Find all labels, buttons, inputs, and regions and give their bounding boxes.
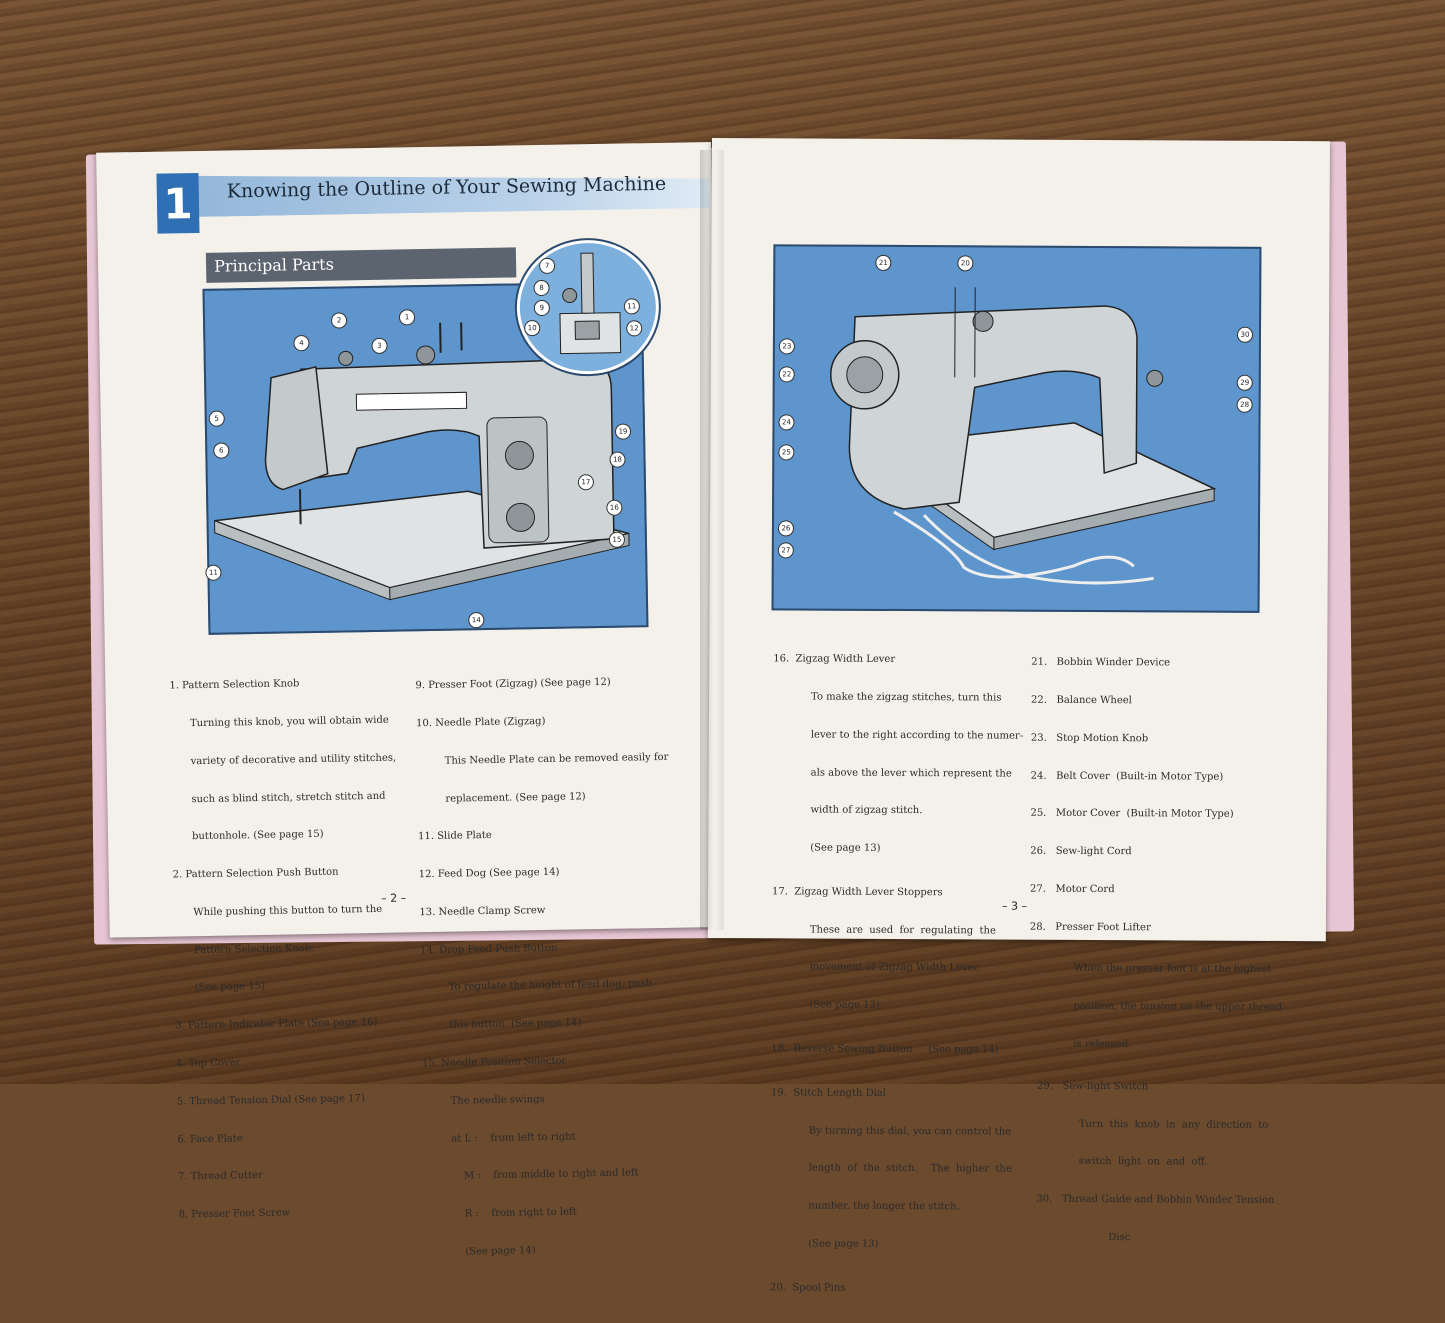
chapter-number: 1 — [156, 173, 199, 234]
list-line: Disc — [1028, 1232, 1281, 1246]
list-line: 5. Thread Tension Dial (See page 17) — [177, 1092, 403, 1109]
list-line: lever to the right according to the nume… — [773, 729, 1023, 743]
list-line: These are used for regulating the — [772, 924, 1022, 938]
list-line: width of zigzag stitch. — [772, 805, 1022, 819]
list-line: While pushing this button to turn the — [173, 903, 399, 920]
sewing-machine-rear-illustration — [774, 246, 1260, 611]
rear-view-diagram: 20 21 22 23 24 25 26 27 28 29 30 — [772, 244, 1262, 613]
list-line: 20. Spool Pins — [770, 1282, 1020, 1296]
list-line: position, the tension on the upper threa… — [1029, 1001, 1282, 1015]
list-line: 22. Balance Wheel — [1031, 695, 1284, 709]
page-number: – 3 – — [1002, 900, 1027, 913]
callout-27: 27 — [778, 542, 794, 558]
list-line: Turning this knob, you will obtain wide — [170, 715, 396, 732]
list-line: 4. Top Cover — [176, 1055, 402, 1072]
list-line: 11. Slide Plate — [418, 827, 670, 844]
list-line: (See page 15) — [175, 979, 401, 996]
list-line: 27. Motor Cord — [1030, 884, 1283, 898]
list-line: This Needle Plate can be removed easily … — [417, 752, 669, 769]
list-line: (See page 14) — [425, 1243, 677, 1260]
list-line: 26. Sew-light Cord — [1030, 846, 1283, 860]
parts-list-col2: 9. Presser Foot (Zigzag) (See page 12) 1… — [415, 651, 678, 1285]
parts-list-col4: 21. Bobbin Winder Device 22. Balance Whe… — [1028, 632, 1284, 1271]
list-line: 14. Drop Feed Push Button — [420, 940, 672, 957]
list-line: als above the lever which represent the — [773, 767, 1023, 781]
list-line: number, the longer the stitch. — [770, 1200, 1020, 1214]
list-line: 13. Needle Clamp Screw — [419, 903, 671, 920]
list-line: (See page 13) — [771, 1000, 1021, 1014]
list-line: 1. Pattern Selection Knob — [169, 677, 395, 694]
list-line: is released. — [1029, 1039, 1282, 1053]
list-line: 23. Stop Motion Knob — [1031, 732, 1284, 746]
list-line: (See page 13) — [772, 842, 1022, 856]
list-line: movement of Zigzag Width Lever. — [772, 962, 1022, 976]
list-line: The needle swings — [423, 1092, 675, 1109]
list-line: (See page 13) — [770, 1238, 1020, 1252]
list-line: 19. Stitch Length Dial — [771, 1087, 1021, 1101]
callout-25: 25 — [778, 444, 794, 460]
list-line: switch light on and off. — [1029, 1156, 1282, 1170]
list-line: Turn this knob in any direction to — [1029, 1118, 1282, 1132]
list-line: 18. Reverse Sewing Button (See page 14) — [771, 1043, 1021, 1057]
list-line: R : from right to left — [425, 1205, 677, 1222]
list-line: length of the stitch. The higher the — [771, 1163, 1021, 1177]
list-line: 24. Belt Cover (Built-in Motor Type) — [1031, 770, 1284, 784]
list-line: 17. Zigzag Width Lever Stoppers — [772, 886, 1022, 900]
page-2: 1 Knowing the Outline of Your Sewing Mac… — [96, 142, 725, 938]
list-line: 8. Presser Foot Screw — [179, 1206, 405, 1223]
page-number: – 2 – — [381, 891, 406, 904]
list-line: 25. Motor Cover (Built-in Motor Type) — [1030, 808, 1283, 822]
list-line: By turning this dial, you can control th… — [771, 1125, 1021, 1139]
list-line: this button. (See page 14) — [421, 1016, 673, 1033]
parts-list-col1: 1. Pattern Selection Knob Turning this k… — [169, 652, 405, 1248]
page-3: 20 21 22 23 24 25 26 27 28 29 30 16. Zig… — [708, 138, 1330, 941]
callout-26: 26 — [778, 520, 794, 536]
list-line: 30. Thread Guide and Bobbin Winder Tensi… — [1028, 1194, 1281, 1208]
callout-24: 24 — [778, 414, 794, 430]
callout-29: 29 — [1237, 375, 1253, 391]
list-line: M : from middle to right and left — [424, 1167, 676, 1184]
list-line: such as blind stitch, stretch stitch and — [171, 790, 397, 807]
callout-30: 30 — [1237, 327, 1253, 343]
list-line: To regulate the height of feed dog, push — [421, 978, 673, 995]
parts-list-col3: 16. Zigzag Width Lever To make the zigza… — [770, 628, 1024, 1321]
callout-20: 20 — [957, 255, 973, 271]
list-line: 15. Needle Position Selector — [422, 1054, 674, 1071]
list-line: To make the zigzag stitches, turn this — [773, 691, 1023, 705]
needle-area-inset: 7 8 9 10 11 12 — [516, 239, 660, 375]
list-line: buttonhole. (See page 15) — [172, 828, 398, 845]
section-title: Principal Parts — [214, 255, 334, 276]
list-line: When the presser foot is at the highest — [1030, 963, 1283, 977]
list-line: 29. Sew-light Switch — [1029, 1080, 1282, 1094]
list-line: at L : from left to right — [423, 1129, 675, 1146]
list-line: variety of decorative and utility stitch… — [171, 752, 397, 769]
list-line: 7. Thread Cutter — [178, 1168, 404, 1185]
list-line: 6. Face Plate — [177, 1130, 403, 1147]
list-line: 9. Presser Foot (Zigzag) (See page 12) — [415, 676, 667, 693]
list-line: replacement. (See page 12) — [417, 789, 669, 806]
list-line: 10. Needle Plate (Zigzag) — [416, 714, 668, 731]
list-line: Pattern Selection Knob. — [174, 941, 400, 958]
callout-28: 28 — [1237, 397, 1253, 413]
list-line: 2. Pattern Selection Push Button — [173, 866, 399, 883]
list-line: 3. Pattern Indicator Plate (See page 16) — [175, 1017, 401, 1034]
list-line: 21. Bobbin Winder Device — [1031, 657, 1284, 671]
callout-22: 22 — [779, 366, 795, 382]
callout-21: 21 — [875, 255, 891, 271]
list-line: 28. Presser Foot Lifter — [1030, 921, 1283, 935]
callout-23: 23 — [779, 338, 795, 354]
list-line: 16. Zigzag Width Lever — [773, 654, 1023, 668]
list-line: 12. Feed Dog (See page 14) — [419, 865, 671, 882]
